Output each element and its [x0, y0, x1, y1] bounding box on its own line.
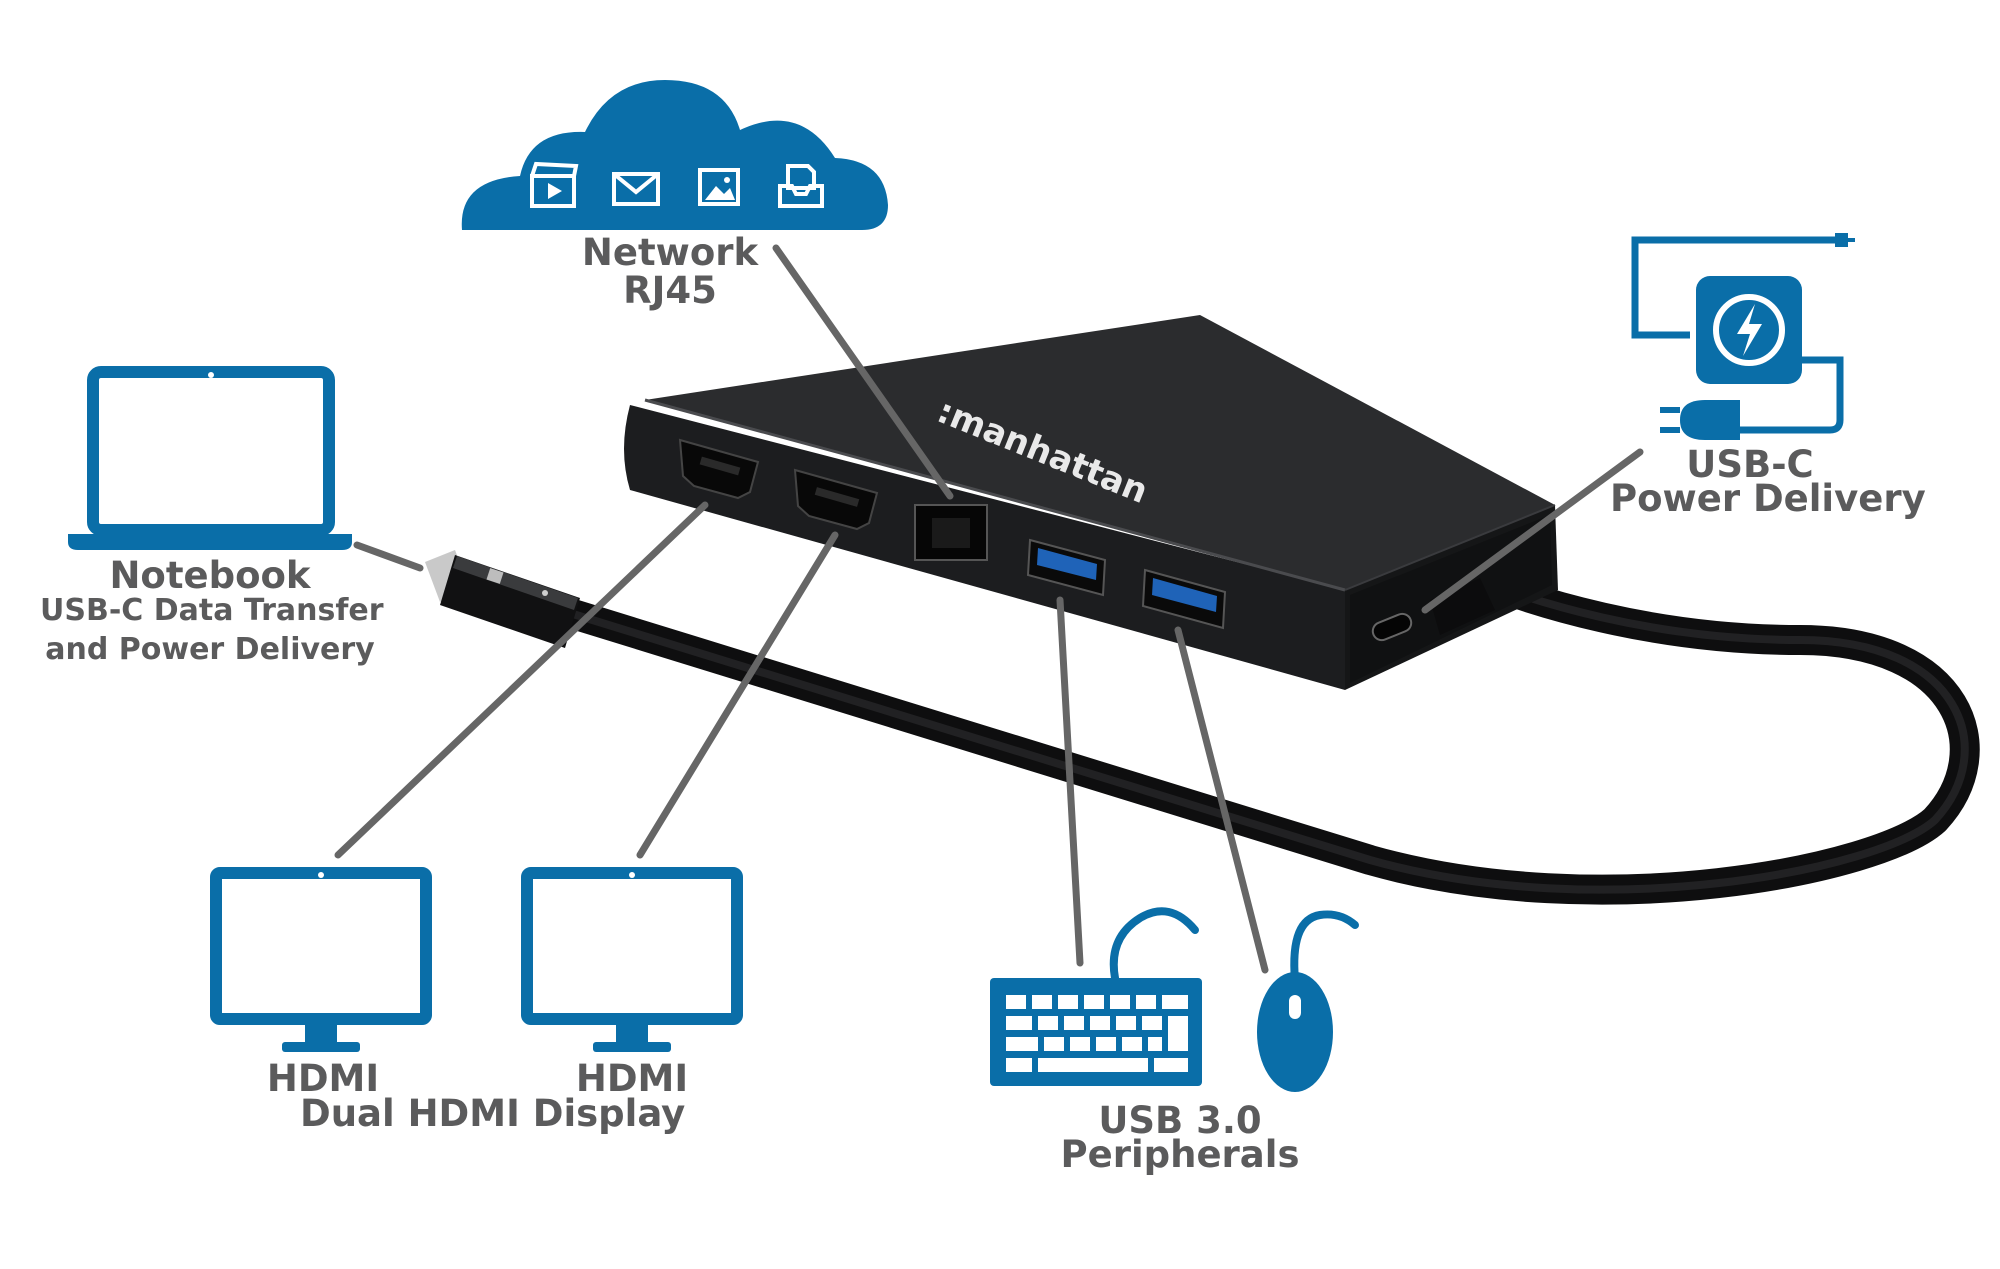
hdmi-port-1 [678, 438, 760, 500]
power-label-line1: USB-C [1686, 443, 1814, 486]
network-label-line2: RJ45 [623, 269, 717, 312]
usb-label-line1: USB 3.0 [1098, 1099, 1262, 1142]
rj45-port [914, 504, 988, 561]
network-label-line1: Network [581, 231, 759, 274]
mouse-icon [1257, 910, 1359, 1092]
usb3-port-2 [1141, 568, 1227, 630]
laptop-icon [68, 366, 352, 550]
hdmi-left-label: HDMI [266, 1057, 380, 1100]
hdmi-port-2 [793, 468, 879, 531]
usb-label-line2: Peripherals [1060, 1133, 1300, 1176]
document-tray-icon [778, 164, 824, 208]
notebook-label-title: Notebook [109, 554, 311, 597]
cloud-icon [461, 80, 888, 230]
usb-c-plug [425, 550, 580, 648]
cable-strain-relief [1430, 578, 1495, 635]
video-clapper-icon [530, 161, 579, 208]
power-label-line2: Power Delivery [1610, 477, 1926, 520]
usb-c-power-port [1371, 612, 1413, 642]
hdmi-right-label: HDMI [575, 1057, 689, 1100]
monitor-icon-left [210, 867, 432, 1052]
usb-c-cable [545, 565, 1980, 905]
docking-station: :manhattan [624, 315, 1558, 690]
monitor-icon-right [521, 867, 743, 1052]
envelope-icon [612, 172, 660, 206]
charger-plug-icon [1631, 233, 1855, 440]
leader-lines [334, 244, 1644, 974]
notebook-label-line1: USB-C Data Transfer [40, 593, 384, 628]
dual-hdmi-label: Dual HDMI Display [300, 1092, 686, 1135]
keyboard-icon [990, 907, 1202, 1086]
image-icon [698, 168, 740, 206]
usb3-port-1 [1026, 538, 1107, 597]
notebook-label-line2: and Power Delivery [45, 632, 375, 667]
